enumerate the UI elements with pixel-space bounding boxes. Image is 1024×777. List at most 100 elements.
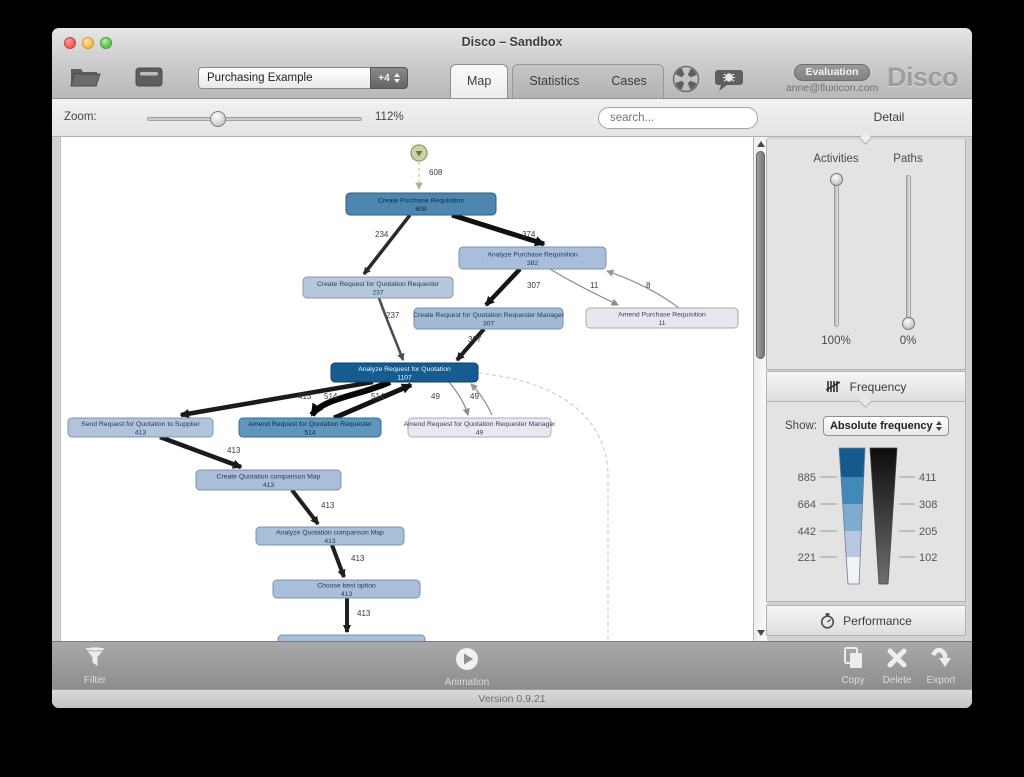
edge-frequency-label: 413 xyxy=(351,554,365,563)
scrollbar-thumb[interactable] xyxy=(756,151,765,359)
activity-frequency: 608 xyxy=(415,206,427,213)
tab-statistics[interactable]: Statistics xyxy=(529,74,580,88)
scroll-down-icon[interactable] xyxy=(757,630,765,636)
search-field[interactable] xyxy=(598,107,764,129)
license-badge: Evaluation xyxy=(794,64,870,81)
open-file-button[interactable] xyxy=(68,63,102,94)
legend-left-value: 442 xyxy=(798,526,816,538)
edge-frequency-label: 413 xyxy=(227,446,241,455)
activities-slider[interactable] xyxy=(829,173,843,327)
help-button[interactable] xyxy=(672,65,700,98)
feedback-button[interactable] xyxy=(714,67,744,98)
close-window-button[interactable] xyxy=(64,37,76,49)
map-edge[interactable] xyxy=(377,297,405,362)
map-edge[interactable] xyxy=(309,379,392,417)
activities-label: Activities xyxy=(813,153,859,165)
zoom-slider-thumb[interactable] xyxy=(210,111,226,127)
map-edge[interactable] xyxy=(549,268,620,306)
version-text: Version 0.9.21 xyxy=(478,693,546,705)
tally-marks-icon xyxy=(825,381,841,392)
activity-name: Analyze Request for Quotation xyxy=(358,366,451,373)
detail-sidebar: Activities 100% Paths 0% xyxy=(766,132,966,641)
map-edge[interactable] xyxy=(605,269,680,309)
tab-map[interactable]: Map xyxy=(450,64,509,98)
open-folder-icon xyxy=(70,69,101,87)
activity-name: Create Quotation comparison Map xyxy=(217,474,321,481)
paths-slider-group: Paths 0% xyxy=(873,153,943,347)
activity-name: Create Request for Quotation Requester M… xyxy=(413,312,564,319)
frequency-metric-select[interactable]: Absolute frequency xyxy=(822,416,949,436)
search-input[interactable] xyxy=(610,112,764,124)
edge-frequency-label: 49 xyxy=(470,392,479,401)
dataset-selector[interactable]: +4 xyxy=(198,67,408,89)
activity-node[interactable]: Create Request for Quotation Requester23… xyxy=(302,276,454,299)
start-node[interactable] xyxy=(410,144,428,162)
map-edge[interactable] xyxy=(455,327,486,362)
activities-slider-group: Activities 100% xyxy=(801,153,871,347)
start-triangle-icon xyxy=(415,151,423,157)
import-button[interactable] xyxy=(132,63,166,94)
delete-button[interactable]: Delete xyxy=(872,647,922,686)
zoom-slider[interactable] xyxy=(147,111,362,127)
stepper-arrows-icon xyxy=(393,73,400,83)
map-edge[interactable] xyxy=(448,381,470,417)
app-window: Disco – Sandbox +4 Map xyxy=(52,28,972,708)
legend-right-value: 308 xyxy=(919,499,937,511)
edge-legend-funnel xyxy=(869,447,898,585)
zoom-window-button[interactable] xyxy=(100,37,112,49)
map-edge[interactable] xyxy=(470,383,493,416)
edge-frequency-label: 413 xyxy=(321,501,335,510)
legend-right-value: 102 xyxy=(919,552,937,564)
scroll-up-icon[interactable] xyxy=(757,141,765,147)
map-edge[interactable] xyxy=(477,372,609,641)
filter-button[interactable]: Filter xyxy=(70,646,120,686)
map-edge[interactable] xyxy=(330,544,346,579)
activity-frequency: 49 xyxy=(476,430,484,437)
account-info: Evaluation anne@fluxicon.com xyxy=(757,62,907,94)
status-bar: Version 0.9.21 xyxy=(52,689,972,708)
tab-cases[interactable]: Cases xyxy=(611,74,647,88)
legend-left-value: 664 xyxy=(798,499,816,511)
dataset-name-field[interactable] xyxy=(198,67,370,89)
performance-title: Performance xyxy=(843,613,912,628)
map-edge[interactable] xyxy=(451,212,546,247)
activities-slider-thumb[interactable] xyxy=(829,173,843,186)
map-vertical-scrollbar[interactable] xyxy=(753,137,767,641)
activity-node[interactable]: Create Request for Quotation Requester M… xyxy=(413,307,565,330)
paths-slider[interactable] xyxy=(901,175,915,330)
dataset-badge: +4 xyxy=(378,72,390,84)
map-edge[interactable] xyxy=(159,434,243,470)
edge-frequency-label: 413 xyxy=(357,609,371,618)
paths-label: Paths xyxy=(893,153,923,165)
edge-frequency-label: 514 xyxy=(371,392,385,401)
performance-section-header[interactable]: Performance xyxy=(766,605,966,636)
map-edge[interactable] xyxy=(290,488,320,526)
activity-node[interactable]: Send Request for Quotation to Supplier41… xyxy=(67,417,214,438)
map-edge[interactable] xyxy=(179,379,374,419)
dataset-stepper[interactable]: +4 xyxy=(370,67,408,89)
activity-frequency: 382 xyxy=(527,260,539,267)
play-icon xyxy=(456,648,478,670)
animation-button[interactable]: Animation xyxy=(442,647,492,688)
minimize-window-button[interactable] xyxy=(82,37,94,49)
selected-metric: Absolute frequency xyxy=(829,420,933,432)
stopwatch-icon xyxy=(821,612,835,629)
paths-slider-thumb[interactable] xyxy=(901,317,915,330)
export-button[interactable]: Export xyxy=(916,647,966,686)
map-edge[interactable] xyxy=(484,267,522,307)
copy-button[interactable]: Copy xyxy=(828,647,878,686)
app-logo: Disco xyxy=(886,62,959,92)
activity-node[interactable]: Amend Request for Quotation Requester Ma… xyxy=(404,417,557,438)
map-edge[interactable] xyxy=(333,382,413,421)
map-edge[interactable] xyxy=(362,213,412,276)
action-toolbar: Filter Animation Copy Delete xyxy=(52,641,972,689)
